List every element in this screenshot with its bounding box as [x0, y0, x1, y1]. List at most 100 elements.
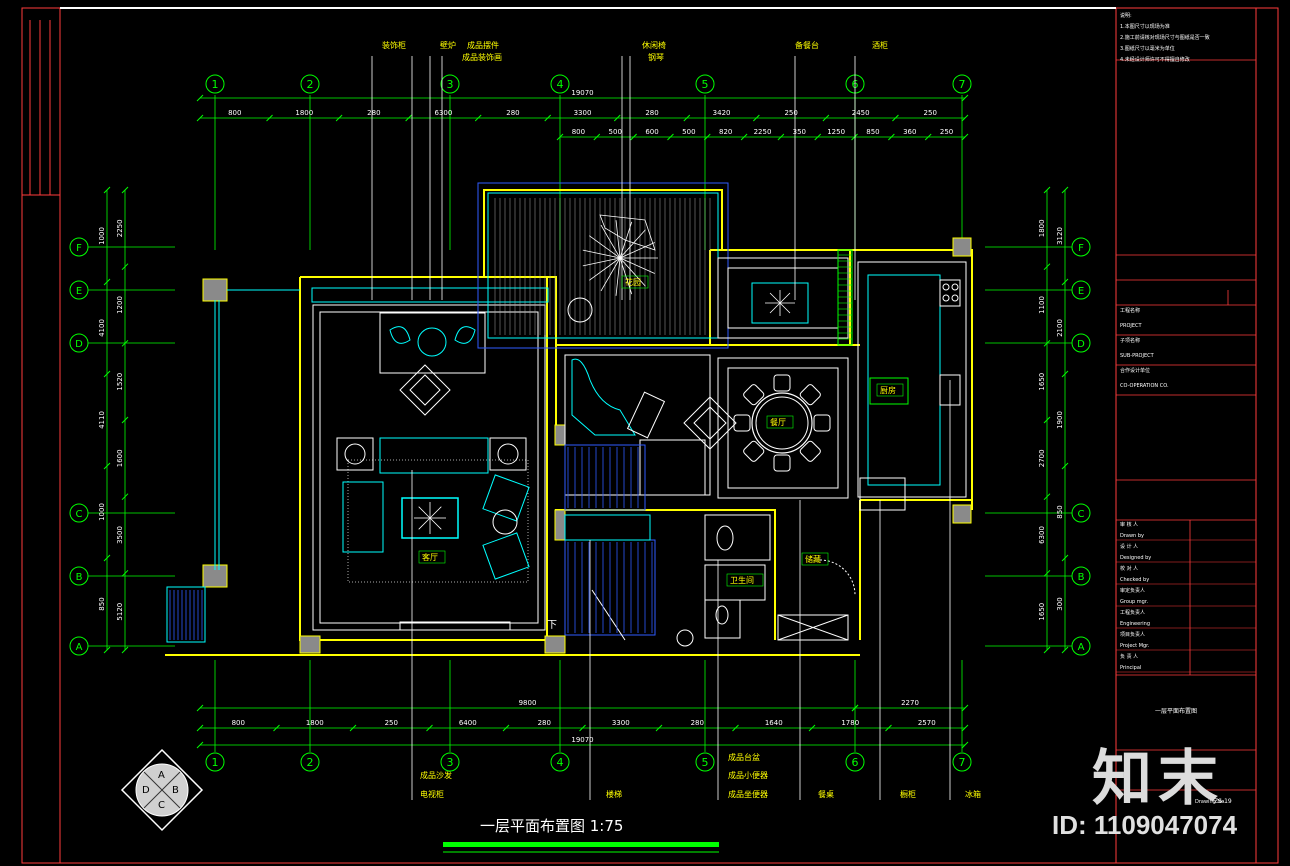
axis-bubble	[300, 74, 320, 94]
axis-label: C	[1078, 509, 1085, 520]
axis-label: 4	[557, 756, 564, 769]
dimension-value: 280	[645, 109, 658, 117]
dimension-value: 2250	[754, 128, 772, 136]
compass-letter: A	[158, 770, 165, 781]
drawing-number: ZS-19	[1214, 798, 1232, 805]
dimension-value: 820	[719, 128, 732, 136]
axis-bubble	[952, 74, 972, 94]
dimension-value: 250	[784, 109, 797, 117]
note-line: 3.图纸尺寸以毫米为单位	[1120, 45, 1175, 52]
axis-label: F	[1078, 243, 1084, 254]
dining-chairs	[733, 374, 831, 472]
dimension-value: 2700	[1038, 449, 1046, 467]
axis-bubble	[845, 752, 865, 772]
dimension-value: 1520	[116, 373, 124, 391]
axis-label: 2	[307, 78, 314, 91]
axis-label: 3	[447, 78, 454, 91]
dimension-value: 360	[903, 128, 916, 136]
label-top: 壁炉	[440, 40, 456, 50]
label-bottom: 成品坐便器	[728, 789, 768, 799]
label-top: 装饰柜	[382, 40, 406, 50]
label-top: 成品装饰画	[462, 52, 502, 62]
axis-bubble	[1071, 237, 1091, 257]
axis-label: E	[76, 286, 82, 297]
dimension-value: 1200	[116, 296, 124, 314]
dimension-value: 2250	[116, 219, 124, 237]
axis-label: D	[75, 339, 83, 350]
title-block	[1116, 59, 1256, 791]
axis-bubble	[1071, 566, 1091, 586]
dimension-value: 1800	[295, 109, 313, 117]
signoff-row: 审 核 人	[1120, 521, 1138, 528]
dimension-value: 3120	[1056, 227, 1064, 245]
axis-label: A	[76, 642, 83, 653]
axis-bubble	[1071, 333, 1091, 353]
dimension-value: 9800	[519, 699, 537, 707]
dining-chair	[773, 374, 791, 392]
axis-label: 5	[702, 756, 709, 769]
garden	[477, 182, 729, 349]
signoff-row: 项目负责人	[1120, 631, 1145, 638]
dimension-value: 1800	[1038, 219, 1046, 237]
dimension-value: 500	[609, 128, 622, 136]
note-line: 2.施工前请核对现场尺寸与图纸是否一致	[1120, 34, 1210, 41]
note-line: 4.未经设计师许可不得擅自修改	[1120, 56, 1190, 63]
dimension-value: 800	[228, 109, 241, 117]
project-label: PROJECT	[1120, 323, 1143, 329]
axis-bubble	[300, 752, 320, 772]
dimension-value: 1600	[116, 449, 124, 467]
axis-bubble	[1071, 503, 1091, 523]
dimension-value: 280	[691, 719, 704, 727]
signoff-row: 设 计 人	[1120, 543, 1138, 550]
dimension-value: 500	[682, 128, 695, 136]
dining-chair	[743, 384, 765, 406]
room-label: 餐厅	[770, 418, 786, 427]
room-label: 卫生间	[730, 575, 754, 585]
watermark-id: ID: 1109047074	[1052, 810, 1238, 840]
signoff-row: 校 对 人	[1120, 565, 1138, 572]
label-top: 备餐台	[795, 40, 819, 50]
axis-bubble	[69, 636, 89, 656]
note-line: 1.本图尺寸以现场为准	[1120, 23, 1170, 30]
axis-label: 1	[212, 78, 219, 91]
table-star-icon	[765, 290, 795, 316]
axis-label: C	[76, 509, 83, 520]
title-underline	[443, 842, 719, 847]
drawing-title: 一层平面布置图 1:75	[480, 817, 623, 835]
dimension-value: 2270	[901, 699, 919, 707]
dimension-value: 1650	[1038, 373, 1046, 391]
dimension-value: 19070	[571, 89, 593, 97]
dimension-value: 1000	[98, 503, 106, 521]
axis-label: D	[1077, 339, 1085, 350]
left-porch	[166, 289, 300, 643]
dining-chair	[733, 414, 751, 432]
drawing-number-label: Drawing No.	[1195, 799, 1226, 805]
dimension-value: 3300	[574, 109, 592, 117]
project-label: 合作设计单位	[1120, 367, 1150, 374]
signoff-row: Engineering	[1120, 621, 1150, 627]
dimension-value: 4110	[98, 411, 106, 429]
axis-bubble	[69, 280, 89, 300]
axis-bubble	[695, 752, 715, 772]
dimension-value: 350	[793, 128, 806, 136]
dimension-value: 1780	[841, 719, 859, 727]
dimension-value: 1250	[827, 128, 845, 136]
dimension-value: 2570	[918, 719, 936, 727]
signoff-row: 负 责 人	[1120, 653, 1138, 660]
dimension-value: 3420	[713, 109, 731, 117]
dimension-value: 2100	[1056, 319, 1064, 337]
axis-bubble	[205, 74, 225, 94]
axis-label: 7	[959, 756, 966, 769]
axis-label: 1	[212, 756, 219, 769]
axis-label: B	[1078, 572, 1085, 583]
living-room	[311, 287, 549, 631]
project-label: 工程名称	[1120, 307, 1140, 314]
room-label: 客厅	[422, 552, 438, 562]
signoff-row: Group mgr.	[1120, 599, 1148, 605]
label-bottom: 橱柜	[900, 789, 916, 799]
room-label: 花园	[625, 277, 641, 287]
axis-bubble	[695, 74, 715, 94]
rug-medallion-icon	[414, 502, 446, 534]
dimension-value: 250	[940, 128, 953, 136]
